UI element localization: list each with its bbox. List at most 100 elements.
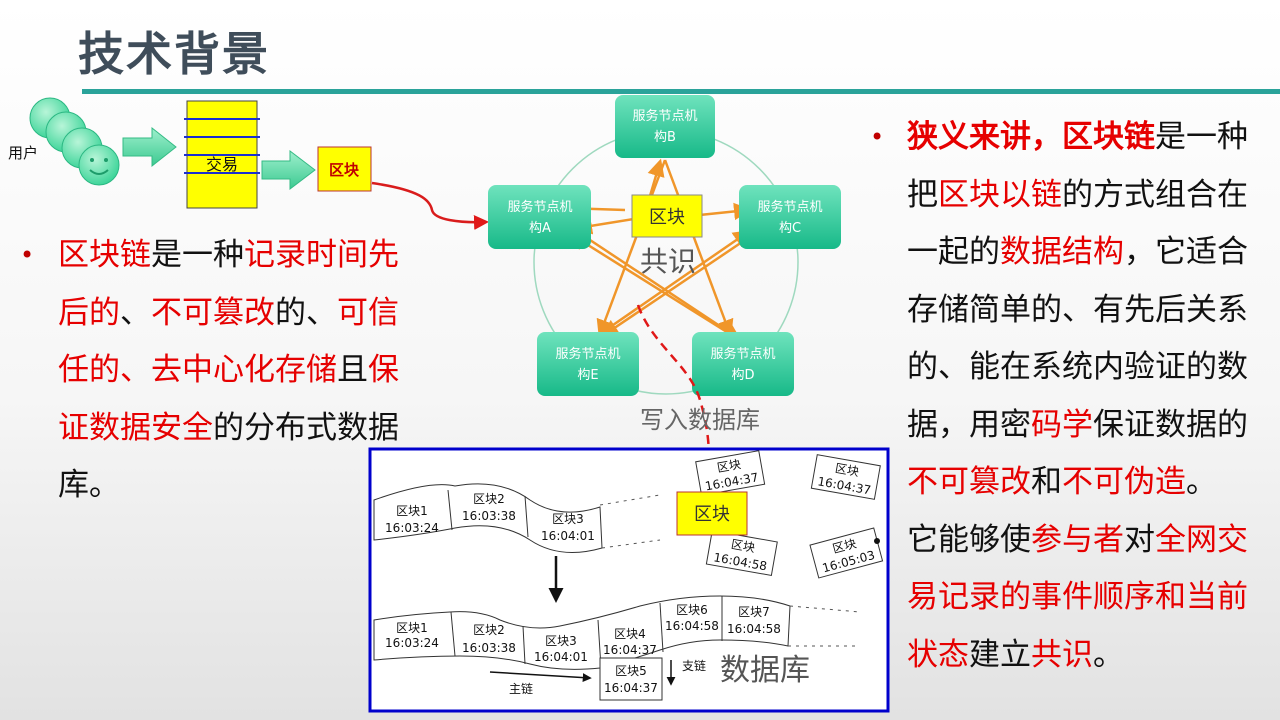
right_text-text: 易记录的事件顺序和当前 bbox=[907, 579, 1248, 615]
right_text-text: 和 bbox=[1031, 464, 1062, 500]
right_text-text: 对 bbox=[1124, 521, 1155, 558]
right_text-text: 是一种 bbox=[1155, 119, 1248, 155]
bottom-chain-block-4: 区块4 bbox=[614, 627, 646, 641]
bottom-chain-time-2: 16:03:38 bbox=[462, 641, 516, 655]
database-label: 数据库 bbox=[720, 653, 810, 688]
top-chain-time-1: 16:03:24 bbox=[385, 521, 439, 535]
bottom-chain-time-4: 16:04:37 bbox=[603, 643, 657, 657]
new-block bbox=[317, 146, 372, 192]
bottom-chain-block-2: 区块2 bbox=[473, 623, 505, 637]
new-block-label: 区块 bbox=[329, 161, 360, 179]
node-e-line1: 服务节点机 bbox=[555, 346, 620, 362]
right_text-text: 。 bbox=[1186, 464, 1217, 500]
node-b: 服务节点机 构B bbox=[615, 95, 715, 158]
left_text-text: 记录时间先 bbox=[244, 237, 399, 273]
top-chain: 区块1 16:03:24 区块2 16:03:38 区块3 16:04:01 bbox=[373, 483, 661, 553]
left_text-line: 证数据安全的分布式数据 bbox=[58, 400, 428, 458]
left_text-line: 库。 bbox=[58, 457, 428, 515]
node-e-line2: 构E bbox=[577, 368, 598, 383]
right_text-text: 状态 bbox=[907, 636, 969, 673]
left_text-text: 保 bbox=[368, 352, 399, 388]
bottom-chain-block-7: 区块7 bbox=[738, 605, 770, 619]
left_text-text: 是一种 bbox=[151, 237, 244, 273]
transaction-stack bbox=[184, 100, 260, 209]
right_text-text: 一起的 bbox=[907, 234, 1000, 270]
bottom-chain-time-6: 16:04:58 bbox=[665, 619, 719, 633]
left_text-text: 证数据安全 bbox=[58, 409, 213, 446]
user-group-icon bbox=[29, 97, 120, 186]
consensus-label: 共识 bbox=[640, 245, 696, 278]
right_text-text: 参与者 bbox=[1031, 521, 1124, 558]
node-e: 服务节点机 构E bbox=[537, 332, 639, 396]
branch-block-time: 16:04:37 bbox=[604, 681, 658, 695]
page-title: 技术背景 bbox=[78, 27, 270, 81]
bottom-chain-time-3: 16:04:01 bbox=[534, 650, 588, 664]
branch-block-label: 区块5 bbox=[615, 664, 647, 678]
bullet-icon: • bbox=[20, 241, 35, 269]
right_text-text: 建立 bbox=[969, 636, 1031, 673]
left_text-text: 的分布式数据 bbox=[213, 409, 399, 446]
main-chain-arrow-icon bbox=[489, 671, 592, 683]
right-description: • 狭义来讲，区块链是一种把区块以链的方式组合在一起的数据结构，它适合存储简单的… bbox=[870, 109, 1277, 685]
bottom-chain-time-1: 16:03:24 bbox=[385, 636, 439, 650]
right_text-line: 易记录的事件顺序和当前 bbox=[907, 569, 1277, 627]
block-to-node-arrow bbox=[371, 181, 489, 230]
top-chain-block-1: 区块1 bbox=[396, 504, 428, 518]
main-chain-label: 主链 bbox=[509, 681, 533, 696]
left_text-text: 且 bbox=[337, 352, 368, 388]
left_text-text: 可信 bbox=[337, 294, 399, 331]
right_text-text: 它能够使 bbox=[907, 521, 1031, 558]
right_text-text: 把 bbox=[907, 176, 938, 213]
user-label: 用户 bbox=[8, 144, 38, 162]
right_text-text: 保证数据的 bbox=[1093, 406, 1248, 443]
right_text-text: 存储简单的、有先后关系 bbox=[907, 291, 1248, 328]
transaction-label: 交易 bbox=[206, 155, 238, 174]
node-a-line1: 服务节点机 bbox=[507, 199, 572, 215]
right_text-line: 存储简单的、有先后关系 bbox=[907, 282, 1277, 340]
bullet-icon: • bbox=[870, 123, 885, 151]
node-c-line2: 构C bbox=[779, 221, 801, 236]
left_text-line: 任的、去中心化存储且保 bbox=[58, 342, 428, 400]
bottom-chain-block-6: 区块6 bbox=[676, 603, 708, 617]
top-chain-time-2: 16:03:38 bbox=[462, 509, 516, 523]
node-d-line2: 构D bbox=[731, 368, 754, 383]
right_text-text: 数据结构 bbox=[1000, 234, 1124, 270]
left_text-text: 任的、去中心化存储 bbox=[58, 352, 337, 388]
right_text-text: 的方式组合在 bbox=[1062, 176, 1248, 213]
loose-block: 区块 16:04:37 bbox=[810, 454, 881, 500]
right_text-text: ，它适合 bbox=[1124, 234, 1248, 270]
left_text-text: 不可篡改 bbox=[151, 294, 275, 331]
center-block-label: 区块 bbox=[649, 207, 685, 228]
right_text-line: 狭义来讲，区块链是一种 bbox=[907, 109, 1277, 167]
right_text-line: 一起的数据结构，它适合 bbox=[907, 224, 1277, 282]
right_text-text: 码学 bbox=[1031, 406, 1093, 443]
node-d: 服务节点机 构D bbox=[692, 332, 794, 396]
right_text-text: 狭义来讲， bbox=[907, 119, 1062, 155]
right_text-text: 据，用密 bbox=[907, 406, 1031, 443]
right_text-text: 共识 bbox=[1031, 636, 1093, 673]
branch-block: 区块5 16:04:37 bbox=[599, 657, 663, 701]
right_text-text: 不可篡改 bbox=[907, 464, 1031, 500]
right_text-line: 据，用密码学保证数据的 bbox=[907, 397, 1277, 455]
left_text-text: 后的 bbox=[58, 294, 120, 331]
bullet-dot bbox=[874, 538, 880, 544]
top-chain-block-2: 区块2 bbox=[473, 492, 505, 506]
arrow-right-icon bbox=[261, 149, 316, 191]
node-c-line1: 服务节点机 bbox=[757, 199, 822, 215]
incoming-block-label: 区块 bbox=[694, 504, 730, 525]
right_text-line: 把区块以链的方式组合在 bbox=[907, 167, 1277, 225]
center-block bbox=[631, 194, 703, 238]
right_text-line: 状态建立共识。 bbox=[907, 627, 1277, 685]
right_text-text: 全网交 bbox=[1155, 521, 1248, 558]
arrow-right-icon bbox=[122, 126, 177, 168]
bottom-chain-block-1: 区块1 bbox=[396, 621, 428, 635]
left_text-text: 库。 bbox=[58, 467, 120, 503]
node-a-line2: 构A bbox=[529, 221, 551, 236]
node-c: 服务节点机 构C bbox=[739, 185, 841, 249]
branch-chain-label: 支链 bbox=[682, 658, 706, 673]
loose-block: 区块 16:04:58 bbox=[705, 529, 778, 577]
loose-block-2-label: 区块 bbox=[834, 461, 860, 479]
top-chain-time-3: 16:04:01 bbox=[541, 529, 595, 543]
loose-block-1-label: 区块 bbox=[716, 457, 742, 475]
